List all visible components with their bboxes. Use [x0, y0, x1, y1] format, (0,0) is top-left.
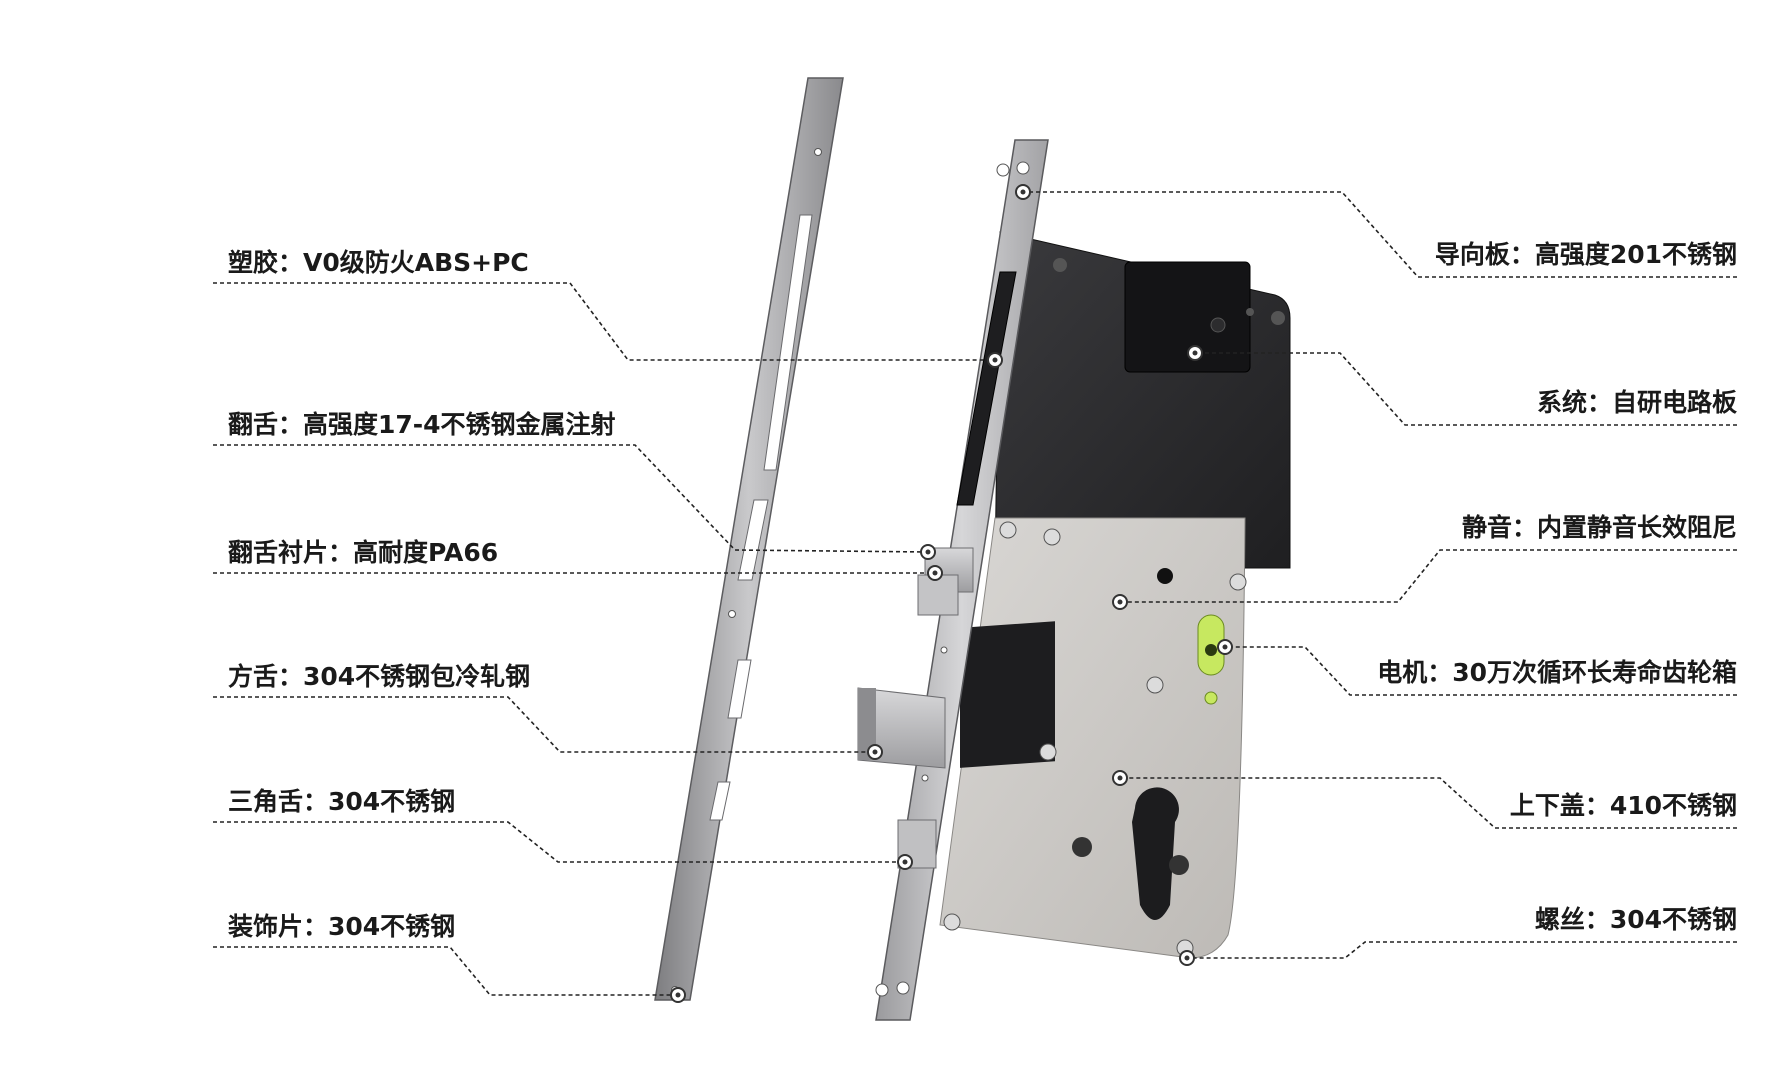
label-cover: 上下盖：410不锈钢: [1509, 791, 1737, 820]
label-guide-plate: 导向板：高强度201不锈钢: [1434, 240, 1737, 269]
lock-case: [939, 231, 1291, 959]
label-latch: 翻舌：高强度17-4不锈钢金属注射: [228, 410, 616, 439]
label-triangle-bolt: 三角舌：304不锈钢: [228, 787, 456, 816]
label-plastic: 塑胶：V0级防火ABS+PC: [228, 248, 529, 277]
strike-plate: [654, 77, 844, 1001]
label-latch-liner: 翻舌衬片：高耐度PA66: [228, 538, 499, 567]
label-system: 系统：自研电路板: [1536, 388, 1737, 417]
label-screw: 螺丝：304不锈钢: [1534, 905, 1737, 934]
leader-lines-right: [1023, 191, 1737, 959]
leader-lines-left: [213, 282, 995, 996]
label-mute: 静音：内置静音长效阻尼: [1461, 513, 1737, 542]
label-deadbolt: 方舌：304不锈钢包冷轧钢: [228, 662, 531, 691]
leader-dots: [670, 184, 1233, 1003]
label-motor: 电机：30万次循环长寿命齿轮箱: [1377, 658, 1737, 687]
label-trim-plate: 装饰片：304不锈钢: [228, 912, 456, 941]
